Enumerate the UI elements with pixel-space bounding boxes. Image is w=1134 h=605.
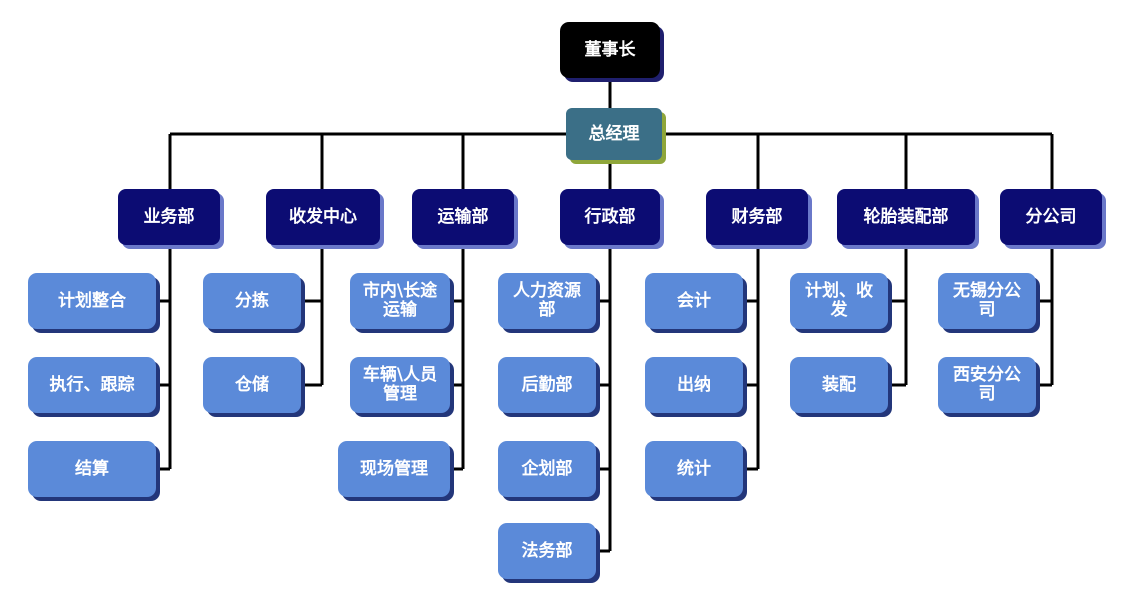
department-box-6: 分公司 — [1000, 189, 1102, 245]
sub-unit-box-5-0: 计划、收发 — [790, 273, 888, 329]
sub-unit-box-0-2: 结算 — [28, 441, 156, 497]
sub-unit-box-4-2: 统计 — [645, 441, 743, 497]
department-box-0: 业务部 — [118, 189, 220, 245]
department-box-5: 轮胎装配部 — [837, 189, 975, 245]
sub-unit-box-6-0: 无锡分公司 — [938, 273, 1036, 329]
sub-unit-box-6-1: 西安分公司 — [938, 357, 1036, 413]
sub-unit-box-4-1: 出纳 — [645, 357, 743, 413]
sub-unit-box-3-3: 法务部 — [498, 523, 596, 579]
sub-unit-box-2-2: 现场管理 — [338, 441, 450, 497]
sub-unit-box-3-2: 企划部 — [498, 441, 596, 497]
department-box-2: 运输部 — [412, 189, 514, 245]
sub-unit-box-5-1: 装配 — [790, 357, 888, 413]
sub-unit-box-2-1: 车辆\人员管理 — [350, 357, 450, 413]
sub-unit-box-4-0: 会计 — [645, 273, 743, 329]
department-box-4: 财务部 — [706, 189, 808, 245]
chairman-box: 董事长 — [560, 22, 660, 78]
sub-unit-box-3-1: 后勤部 — [498, 357, 596, 413]
sub-unit-box-0-0: 计划整合 — [28, 273, 156, 329]
department-box-3: 行政部 — [560, 189, 660, 245]
sub-unit-box-3-0: 人力资源部 — [498, 273, 596, 329]
department-box-1: 收发中心 — [266, 189, 380, 245]
sub-unit-box-1-1: 仓储 — [203, 357, 301, 413]
general-manager-box: 总经理 — [566, 108, 662, 160]
sub-unit-box-0-1: 执行、跟踪 — [28, 357, 156, 413]
sub-unit-box-1-0: 分拣 — [203, 273, 301, 329]
sub-unit-box-2-0: 市内\长途运输 — [350, 273, 450, 329]
